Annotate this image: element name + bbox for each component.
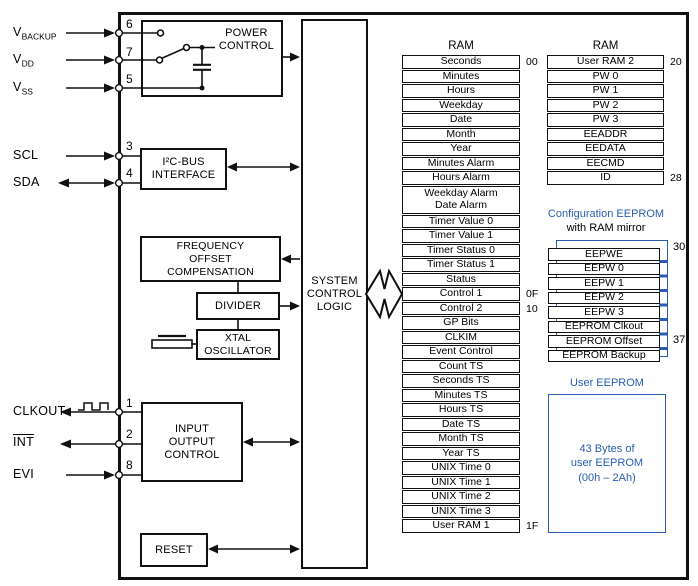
pin-label-clkout: CLKOUT [13, 404, 66, 418]
register-address: 20 [670, 56, 682, 68]
register-cell: Month [402, 127, 520, 141]
register-cell: Timer Status 1 [402, 258, 520, 272]
pin-number-evi: 8 [126, 458, 133, 472]
pin-label-vss: VSS [13, 80, 33, 97]
register-cell: Timer Value 1 [402, 229, 520, 243]
pin-label-vdd: VDD [13, 52, 34, 69]
register-cell: Weekday Alarm Date Alarm [402, 185, 520, 214]
config-eeprom-title: Configuration EEPROM [547, 208, 665, 220]
register-cell: Seconds [402, 55, 520, 69]
register-cell: Year [402, 142, 520, 156]
register-cell: EEPWE [548, 248, 660, 261]
pin-number-vss: 5 [126, 72, 133, 86]
register-cell: EECMD [547, 156, 664, 170]
block-i2c-interface: I²C-BUS INTERFACE [140, 148, 227, 190]
config-eeprom-addr-bottom: 37 [673, 334, 686, 346]
pin-label-evi: EVI [13, 467, 35, 481]
register-cell: CLKIM [402, 330, 520, 344]
chip-outline [118, 12, 689, 580]
block-input-output-control: INPUT OUTPUT CONTROL [141, 402, 243, 482]
register-cell: Control 1 [402, 287, 520, 301]
register-cell: EEPW 1 [548, 277, 660, 290]
register-cell: Control 2 [402, 301, 520, 315]
register-cell: Status [402, 272, 520, 286]
register-cell: Minutes [402, 69, 520, 83]
register-cell: Minutes Alarm [402, 156, 520, 170]
register-cell: PW 0 [547, 69, 664, 83]
pin-number-int: 2 [126, 427, 133, 441]
register-cell: User RAM 1 [402, 519, 520, 533]
register-address: 1F [526, 520, 539, 532]
register-cell: EEPW 3 [548, 306, 660, 319]
register-cell: EEADDR [547, 127, 664, 141]
register-cell: UNIX Time 3 [402, 504, 520, 518]
register-address: 00 [526, 56, 538, 68]
register-address: 10 [526, 302, 538, 315]
register-cell: PW 1 [547, 84, 664, 98]
register-cell: EEPROM Clkout [548, 320, 660, 333]
ram-right-title: RAM [592, 40, 619, 52]
pin-number-scl: 3 [126, 139, 133, 153]
config-eeprom-subtitle: with RAM mirror [566, 222, 646, 234]
register-cell: Count TS [402, 359, 520, 373]
user-eeprom-title: User EEPROM [570, 377, 644, 389]
register-cell: EEPROM Offset [548, 335, 660, 348]
register-cell: UNIX Time 1 [402, 475, 520, 489]
register-cell: EEPW 0 [548, 262, 660, 275]
register-cell: Hours [402, 84, 520, 98]
register-address: 0F [526, 288, 539, 300]
register-cell: PW 3 [547, 113, 664, 127]
clock-waveform-icon [78, 402, 109, 411]
register-cell: Date [402, 113, 520, 127]
block-system-control-logic: SYSTEM CONTROL LOGIC [301, 19, 368, 569]
block-divider: DIVIDER [196, 292, 280, 320]
pin-label-scl: SCL [13, 148, 39, 162]
register-cell: Event Control [402, 345, 520, 359]
register-cell: Timer Value 0 [402, 214, 520, 228]
register-cell: EEPROM Backup [548, 349, 660, 362]
register-cell: UNIX Time 2 [402, 490, 520, 504]
register-cell: EEDATA [547, 142, 664, 156]
block-power-control: POWER CONTROL [141, 20, 283, 97]
register-cell: User RAM 2 [547, 55, 664, 69]
block-frequency-offset-compensation: FREQUENCY OFFSET COMPENSATION [140, 236, 281, 282]
register-cell: Year TS [402, 446, 520, 460]
pin-label-int: INT [13, 435, 35, 449]
pin-number-vbackup: 6 [126, 17, 133, 31]
block-xtal-oscillator: XTAL OSCILLATOR [196, 329, 280, 360]
register-cell: Seconds TS [402, 374, 520, 388]
register-cell: Hours TS [402, 403, 520, 417]
config-eeprom-mirror-tabs [659, 259, 668, 361]
register-cell: ID [547, 171, 664, 185]
register-cell: Hours Alarm [402, 171, 520, 185]
pin-label-sda: SDA [13, 175, 40, 189]
pin-number-clkout: 1 [126, 396, 133, 410]
pin-number-vdd: 7 [126, 45, 133, 59]
register-cell: Month TS [402, 432, 520, 446]
block-reset: RESET [140, 533, 208, 567]
register-cell: PW 2 [547, 98, 664, 112]
pin-label-vbackup: VBACKUP [13, 25, 57, 42]
ram-left-title: RAM [448, 40, 474, 52]
register-cell: EEPW 2 [548, 291, 660, 304]
register-cell: Weekday [402, 98, 520, 112]
register-cell: Minutes TS [402, 388, 520, 402]
user-eeprom-box: 43 Bytes of user EEPROM (00h – 2Ah) [548, 394, 666, 533]
register-cell: Timer Status 0 [402, 243, 520, 257]
register-address: 28 [670, 172, 682, 184]
pin-number-sda: 4 [126, 166, 133, 180]
register-cell: GP Bits [402, 316, 520, 330]
register-cell: Date TS [402, 417, 520, 431]
register-cell: UNIX Time 0 [402, 461, 520, 475]
config-eeprom-addr-top: 30 [673, 241, 686, 253]
